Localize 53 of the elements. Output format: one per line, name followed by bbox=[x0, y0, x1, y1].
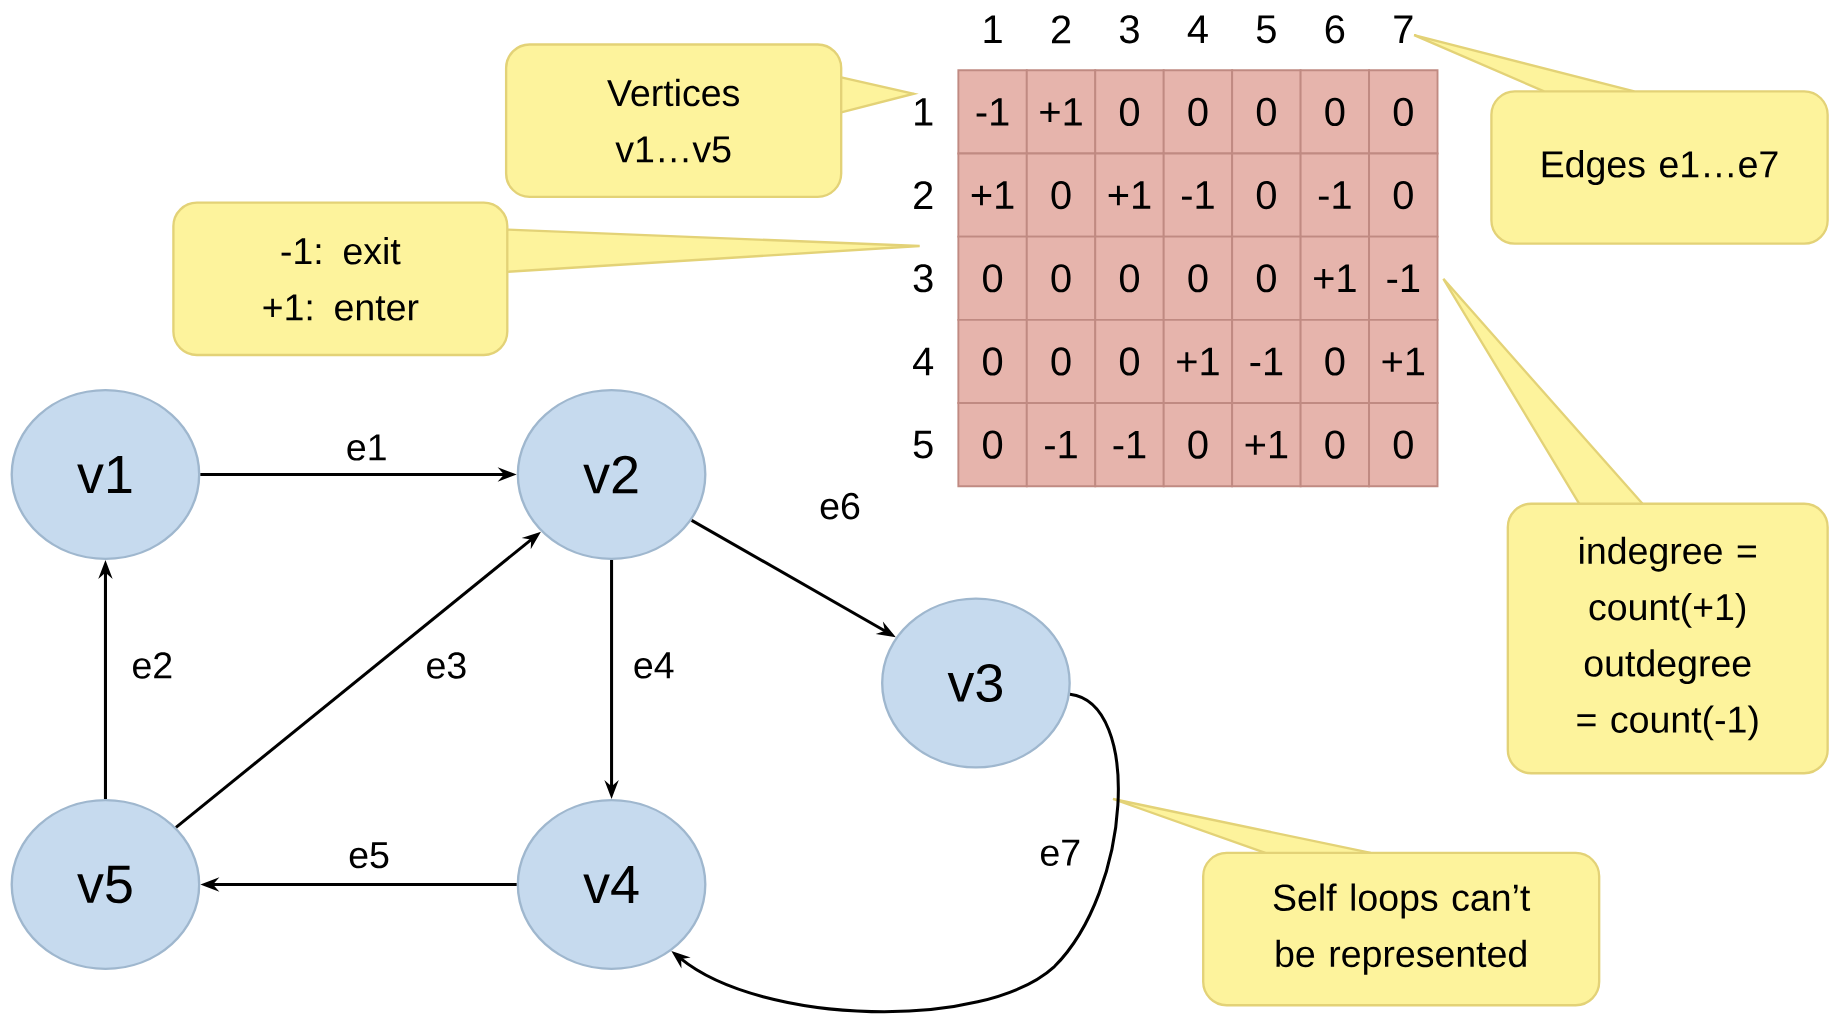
matrix-cell: -1 bbox=[1231, 318, 1302, 404]
edge-label: e5 bbox=[345, 839, 393, 871]
matrix-cell: 0 bbox=[1299, 69, 1370, 155]
matrix-cell: 0 bbox=[957, 402, 1028, 488]
edge-label: e4 bbox=[630, 650, 677, 681]
matrix-cell: 0 bbox=[1299, 318, 1370, 404]
edge-label: e6 bbox=[816, 490, 864, 522]
matrix-cell: 0 bbox=[1025, 318, 1097, 404]
edge-label: e3 bbox=[423, 649, 470, 682]
matrix-cell: 0 bbox=[1094, 235, 1165, 321]
matrix-cell: 0 bbox=[1025, 152, 1097, 238]
matrix-cell: 0 bbox=[957, 235, 1028, 321]
matrix-cell: 0 bbox=[1299, 402, 1370, 488]
column-number: 7 bbox=[1394, 15, 1413, 43]
edge-label: e1 bbox=[343, 432, 390, 463]
callout: Edges e1…e7 bbox=[1412, 33, 1829, 245]
matrix-cell: 0 bbox=[1231, 235, 1302, 321]
matrix-cell: +1 bbox=[957, 152, 1028, 238]
edge-label: e7 bbox=[1037, 837, 1084, 869]
column-number: 5 bbox=[1256, 15, 1276, 44]
matrix-cell: -1 bbox=[957, 69, 1028, 155]
callout: indegree = count(+1) outdegree = count(-1) bbox=[1442, 277, 1829, 775]
matrix-cell: +1 bbox=[1094, 152, 1165, 238]
matrix-cell: -1 bbox=[1094, 402, 1165, 488]
column-number: 6 bbox=[1325, 15, 1345, 44]
row-number: 5 bbox=[913, 430, 933, 459]
column-number: 2 bbox=[1051, 15, 1071, 44]
matrix-cell: 0 bbox=[1231, 69, 1302, 155]
matrix-cell: +1 bbox=[1368, 318, 1439, 404]
matrix-cell: 0 bbox=[1231, 152, 1302, 238]
column-number: 3 bbox=[1119, 15, 1139, 44]
column-number: 4 bbox=[1187, 15, 1208, 43]
matrix-cell: 0 bbox=[1368, 152, 1439, 238]
matrix-cell: -1 bbox=[1368, 235, 1439, 321]
matrix-cell: 0 bbox=[1094, 69, 1165, 155]
matrix-cell: 0 bbox=[1025, 235, 1097, 321]
matrix-cell: 0 bbox=[1162, 235, 1234, 321]
matrix-cell: 0 bbox=[957, 318, 1028, 404]
matrix-cell: +1 bbox=[1299, 235, 1370, 321]
matrix-cell: +1 bbox=[1162, 318, 1234, 404]
edge-label: e2 bbox=[129, 649, 176, 682]
matrix-cell: -1 bbox=[1162, 152, 1234, 238]
matrix-cell: 0 bbox=[1368, 402, 1439, 488]
matrix-cell: 0 bbox=[1094, 318, 1165, 404]
matrix-cell: 0 bbox=[1162, 402, 1234, 488]
matrix-cell: -1 bbox=[1299, 152, 1370, 238]
matrix-cell: +1 bbox=[1231, 402, 1302, 488]
matrix-cell: +1 bbox=[1025, 69, 1097, 155]
matrix-cell: 0 bbox=[1162, 69, 1234, 155]
matrix-cell: 0 bbox=[1368, 69, 1439, 155]
column-number: 1 bbox=[984, 15, 1002, 43]
callout: Self loops can’t be represented bbox=[1111, 797, 1601, 1007]
matrix-cell: -1 bbox=[1025, 402, 1097, 488]
